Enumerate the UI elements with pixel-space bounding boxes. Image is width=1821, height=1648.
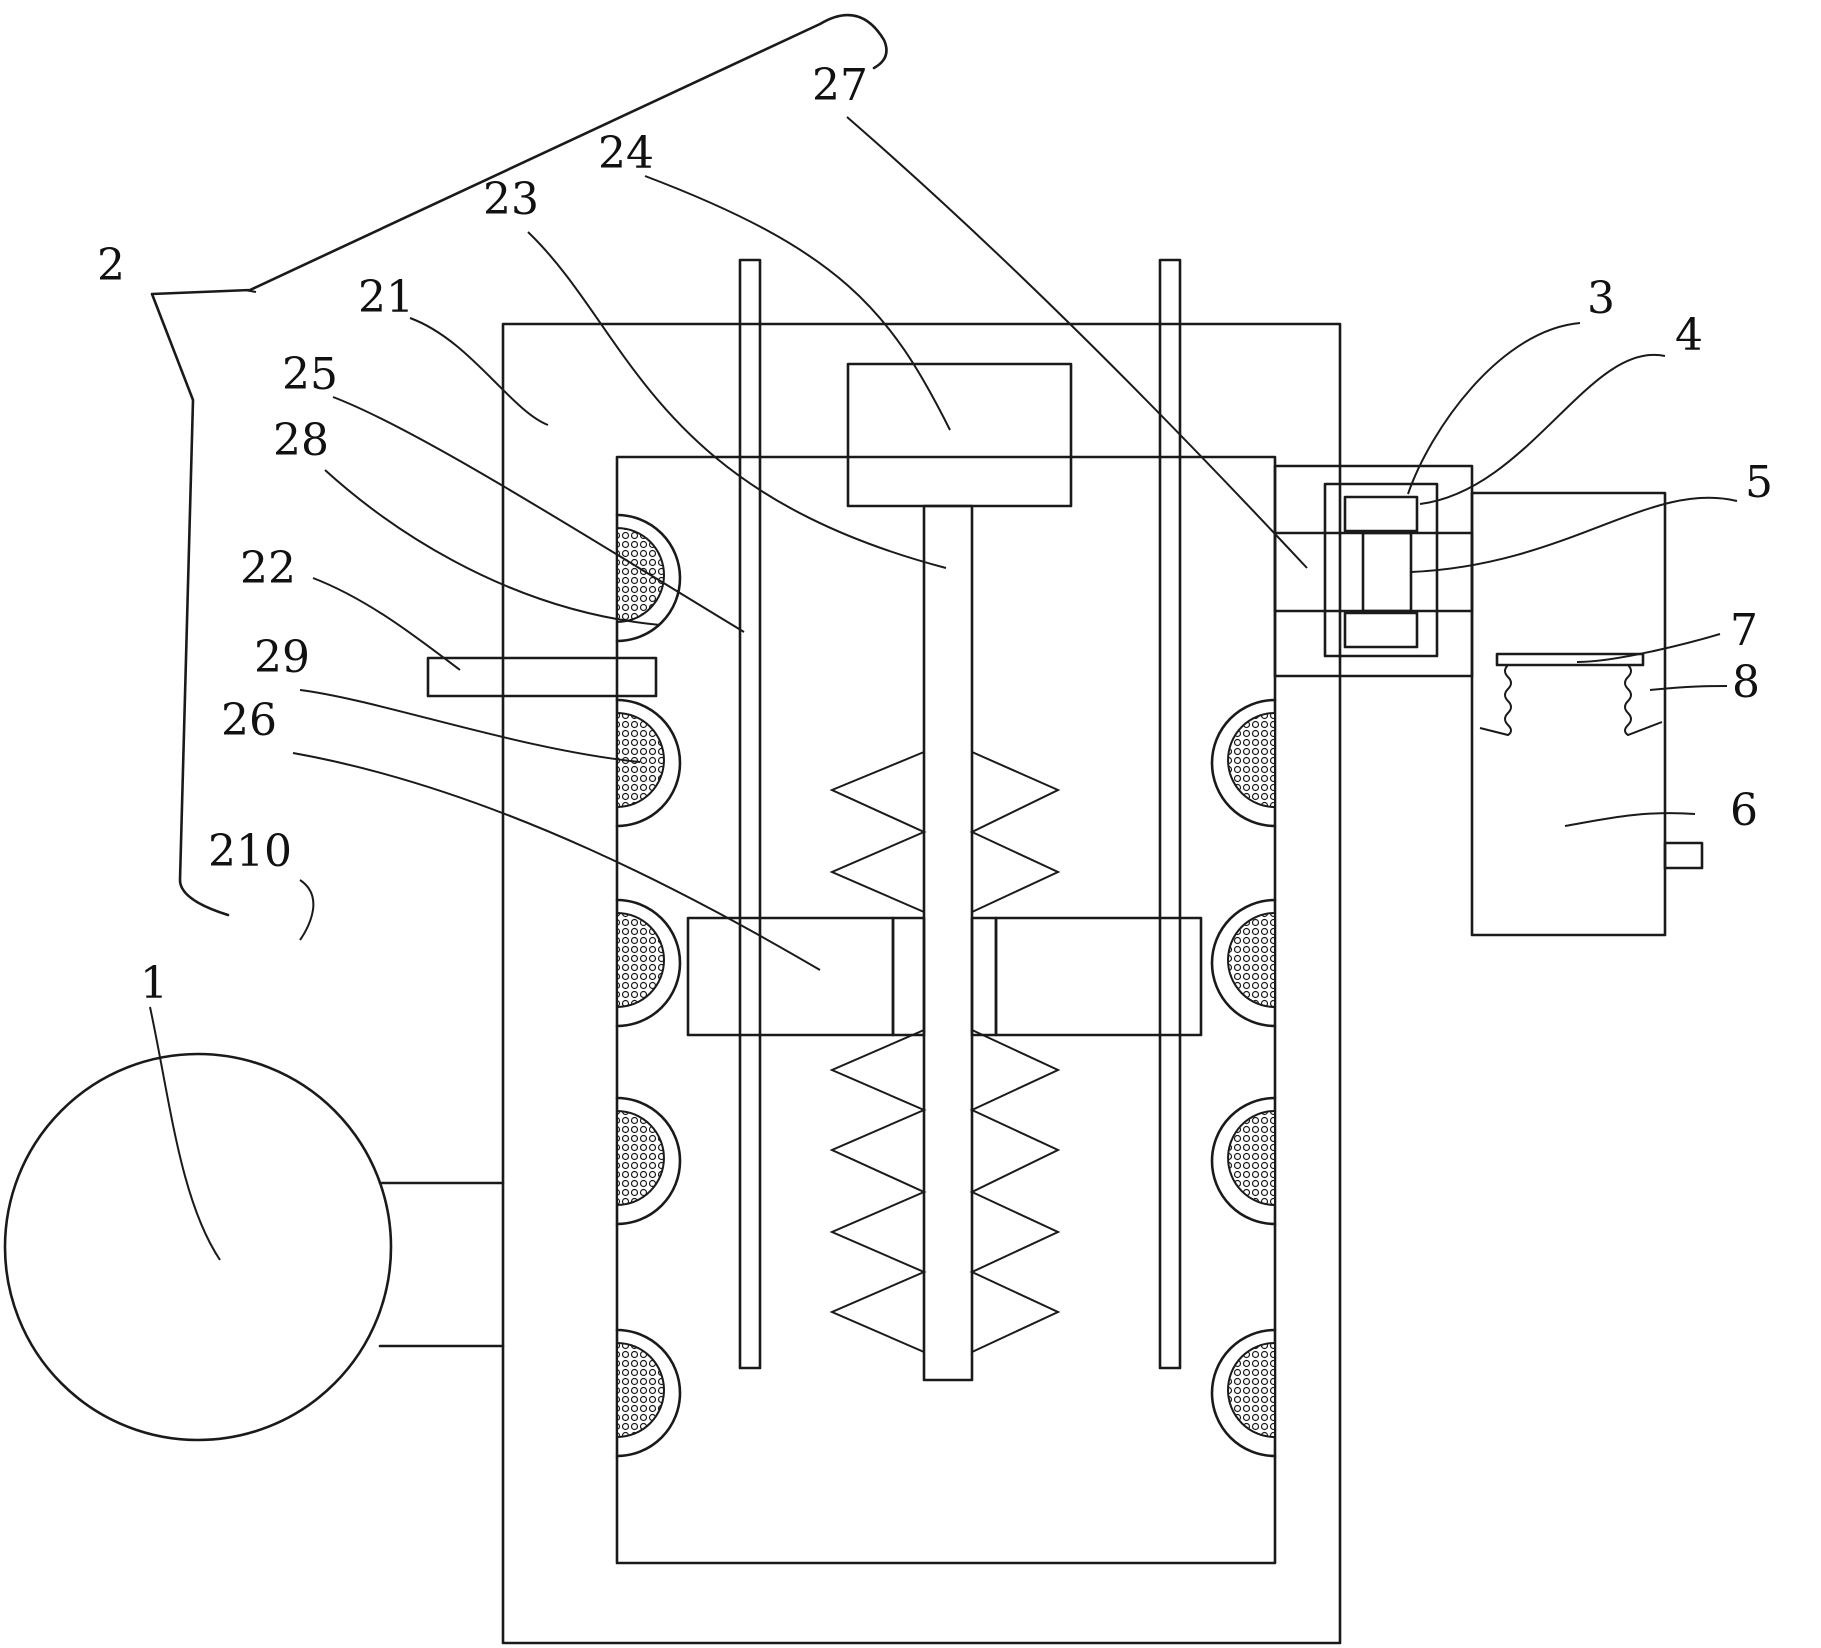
label-25: 25 [282, 349, 338, 400]
filter-plate [686, 916, 1203, 1037]
label-2: 2 [97, 240, 125, 291]
heater-elements-right [1210, 698, 1277, 1458]
guide-rod-right [1158, 258, 1182, 1370]
label-5: 5 [1745, 457, 1773, 508]
label-28: 28 [273, 415, 329, 466]
label-22: 22 [240, 543, 296, 594]
inlet-pipe [426, 656, 658, 698]
label-7: 7 [1730, 605, 1758, 656]
label-26: 26 [221, 695, 277, 746]
outer-housing [501, 322, 1342, 1645]
main-shaft [922, 504, 974, 1382]
label-210: 210 [208, 826, 292, 877]
guide-rod-left [738, 258, 762, 1370]
label-23: 23 [483, 174, 539, 225]
collection-box [1470, 491, 1704, 937]
label-21: 21 [358, 272, 414, 323]
inner-tank [615, 455, 1277, 1565]
valve-assembly [1273, 464, 1474, 678]
label-1: 1 [140, 958, 168, 1009]
label-24: 24 [598, 128, 654, 179]
heater-elements-left [615, 513, 682, 1458]
label-6: 6 [1730, 785, 1758, 836]
label-29: 29 [254, 632, 310, 683]
leader-lines [149, 116, 1738, 1261]
motor-circle [3, 1052, 505, 1442]
label-8: 8 [1732, 657, 1760, 708]
label-27: 27 [812, 60, 868, 111]
label-4: 4 [1675, 310, 1703, 361]
spiral-blades [829, 751, 1061, 1353]
bracket-frame [150, 13, 888, 917]
label-3: 3 [1587, 273, 1615, 324]
drive-box [846, 362, 1073, 508]
